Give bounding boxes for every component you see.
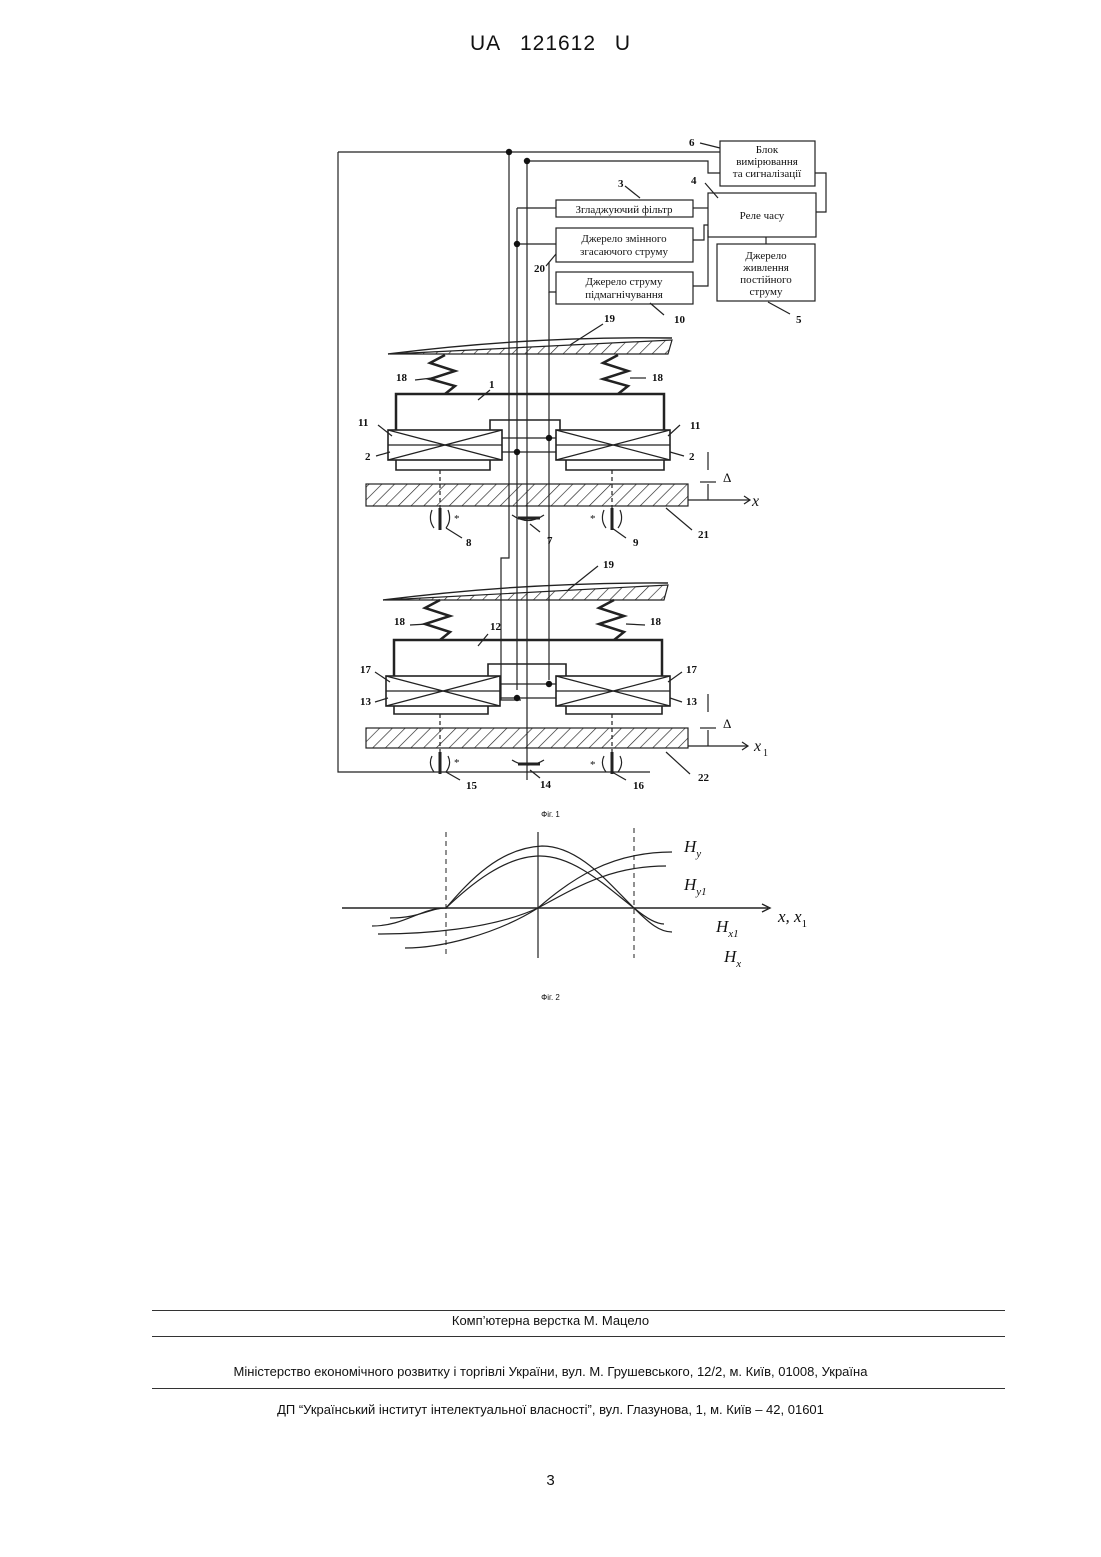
curve-hx1 [378, 866, 666, 934]
relay-label: Реле часу [740, 210, 785, 222]
ref-19-top: 19 [604, 313, 616, 325]
star-15: * [454, 757, 460, 769]
ref-16: 16 [633, 780, 645, 792]
ref-2-right: 2 [689, 451, 695, 463]
star-8: * [454, 513, 460, 525]
label-hy1: Hy1 [683, 875, 707, 898]
filter-label: Згладжуючий фільтр [575, 204, 673, 216]
ref-4: 4 [691, 175, 697, 187]
dc-source-line1: Джерело [745, 250, 787, 262]
ref-5: 5 [796, 314, 802, 326]
bias-source-line1: Джерело струму [586, 276, 663, 288]
footer-rule-3 [152, 1388, 1005, 1389]
ac-source-line1: Джерело змінного [581, 233, 667, 245]
star-16: * [590, 759, 596, 771]
ref-7: 7 [547, 535, 553, 547]
ref-12: 12 [490, 621, 502, 633]
ref-15: 15 [466, 780, 478, 792]
ref-6: 6 [689, 137, 695, 149]
dc-source-line4: струму [750, 286, 783, 298]
ref-18-ll: 18 [394, 616, 406, 628]
institute-address: ДП “Український інститут інтелектуальної… [0, 1402, 1101, 1417]
ref-20: 20 [534, 263, 546, 275]
ref-19-bottom: 19 [603, 559, 615, 571]
ref-11-left: 11 [358, 417, 368, 429]
label-hy: Hy [683, 837, 701, 860]
ref-2-left: 2 [365, 451, 371, 463]
gap-delta-top: Δ [723, 470, 731, 485]
axis-x-label: x [751, 493, 759, 510]
ref-10: 10 [674, 314, 686, 326]
measure-block-line1: Блок [756, 144, 779, 156]
ac-source-line2: згасаючого струму [580, 246, 668, 258]
ref-18-ul: 18 [396, 372, 408, 384]
ref-11-right: 11 [690, 420, 700, 432]
ref-22: 22 [698, 772, 710, 784]
figure-2-caption: Фіг. 2 [0, 993, 1101, 1002]
page-number: 3 [0, 1472, 1101, 1489]
footer-rule-2 [152, 1336, 1005, 1337]
ref-3: 3 [618, 178, 624, 190]
dc-source-line3: постійного [740, 274, 792, 286]
ref-14: 14 [540, 779, 552, 791]
ref-13-right: 13 [686, 696, 698, 708]
ref-17-right: 17 [686, 664, 698, 676]
axis-x1-sub: 1 [763, 748, 768, 759]
label-axis-x-x1: x, x1 [777, 907, 807, 930]
bias-source-line2: підмагнічування [585, 289, 663, 301]
dc-source-line2: живлення [742, 262, 789, 274]
figure-1-diagram: Блок вимірювання та сигналізації Реле ча… [0, 0, 1101, 1050]
ref-18-ur: 18 [652, 372, 664, 384]
axis-x1-label: x [753, 738, 761, 755]
ref-13-left: 13 [360, 696, 372, 708]
ref-17-left: 17 [360, 664, 372, 676]
label-hx: Hx [723, 947, 741, 970]
ref-8: 8 [466, 537, 472, 549]
ministry-address: Міністерство економічного розвитку і тор… [0, 1364, 1101, 1379]
gap-delta-bottom: Δ [723, 716, 731, 731]
layout-credit: Комп’ютерна верстка М. Мацело [0, 1313, 1101, 1328]
measure-block-line2: вимірювання [736, 156, 798, 168]
label-hx1: Hx1 [715, 917, 739, 940]
ref-21: 21 [698, 529, 709, 541]
measure-block-line3: та сигналізації [733, 168, 802, 180]
curve-hy1 [390, 856, 664, 924]
ref-18-lr: 18 [650, 616, 662, 628]
ref-1: 1 [489, 379, 495, 391]
footer-rule-1 [152, 1310, 1005, 1311]
star-9: * [590, 513, 596, 525]
ref-9: 9 [633, 537, 639, 549]
figure-1-caption: Фіг. 1 [0, 810, 1101, 819]
